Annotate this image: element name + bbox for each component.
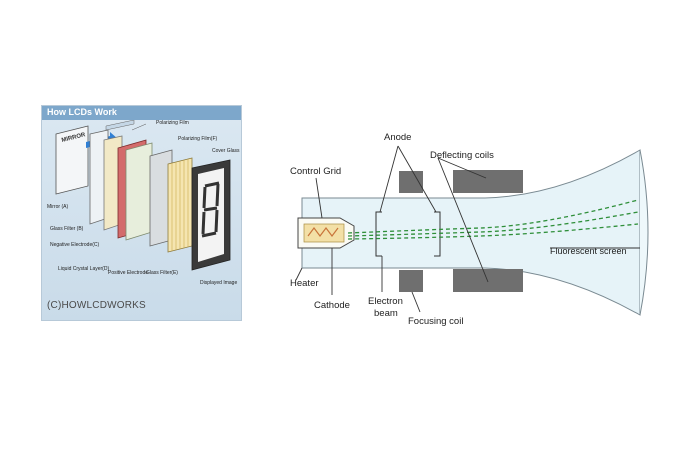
- lcd-diagram-panel: How LCDs Work MIRROR: [41, 105, 242, 321]
- focusing-coil-bottom: [399, 270, 423, 292]
- cover-glass-display: [191, 159, 231, 271]
- label-electron-beam-line2: beam: [374, 308, 398, 319]
- positive-electrode-layer: [125, 142, 153, 241]
- deflecting-coil-top: [453, 170, 523, 193]
- label-mirror: Mirror (A): [47, 204, 68, 210]
- label-cover-glass: Cover Glass: [212, 148, 240, 154]
- mirror-layer: MIRROR: [55, 125, 89, 195]
- mirror-text: MIRROR: [61, 132, 87, 144]
- label-glass-filter-b: Glass Filter (B): [50, 226, 84, 232]
- label-electron-beam-line1: Electron: [368, 296, 403, 307]
- label-polarizing-film-f: Polarizing Film(F): [178, 136, 218, 142]
- polarizing-film-layer: [105, 120, 135, 131]
- lcd-labels: Polarizing Film Polarizing Film(F) Cover…: [47, 120, 240, 286]
- crt-diagram: Anode Deflecting coils Control Grid Fluo…: [290, 132, 649, 327]
- electron-beam: [347, 199, 639, 240]
- label-polarizing-film: Polarizing Film: [156, 120, 189, 126]
- heater-coil: [307, 227, 339, 237]
- lcd-banner: How LCDs Work: [42, 106, 241, 120]
- deflecting-coil-bottom: [453, 269, 523, 292]
- cathode-heater-assembly: [297, 217, 355, 249]
- crt-leader-lines: [295, 145, 640, 313]
- lcd-copyright: (C)HOWLCDWORKS: [47, 300, 146, 311]
- label-focusing-coil: Focusing coil: [408, 316, 463, 327]
- lcd-illustration: MIRROR: [47, 120, 240, 286]
- label-negative-electrode: Negative Electrode(C): [50, 242, 100, 248]
- label-fluorescent-screen: Fluorescent screen: [550, 246, 627, 256]
- lcd-banner-title: How LCDs Work: [47, 107, 117, 117]
- fluorescent-screen: [639, 149, 649, 316]
- label-anode: Anode: [384, 132, 411, 143]
- label-heater: Heater: [290, 278, 319, 289]
- label-deflecting-coils: Deflecting coils: [430, 150, 494, 161]
- label-displayed-image: Displayed Image: [200, 280, 237, 286]
- anode-bracket-left: [375, 211, 382, 257]
- label-glass-filter-e: Glass Filter(E): [146, 270, 178, 276]
- polarizing-film-f-layer: [167, 157, 193, 253]
- label-control-grid: Control Grid: [290, 166, 341, 177]
- focusing-coil-top: [399, 171, 423, 193]
- anode-bracket-right: [434, 211, 441, 257]
- label-cathode: Cathode: [314, 300, 350, 311]
- label-liquid-crystal: Liquid Crystal Layer(D): [58, 266, 109, 272]
- label-positive-electrode: Positive Electrode: [108, 270, 148, 276]
